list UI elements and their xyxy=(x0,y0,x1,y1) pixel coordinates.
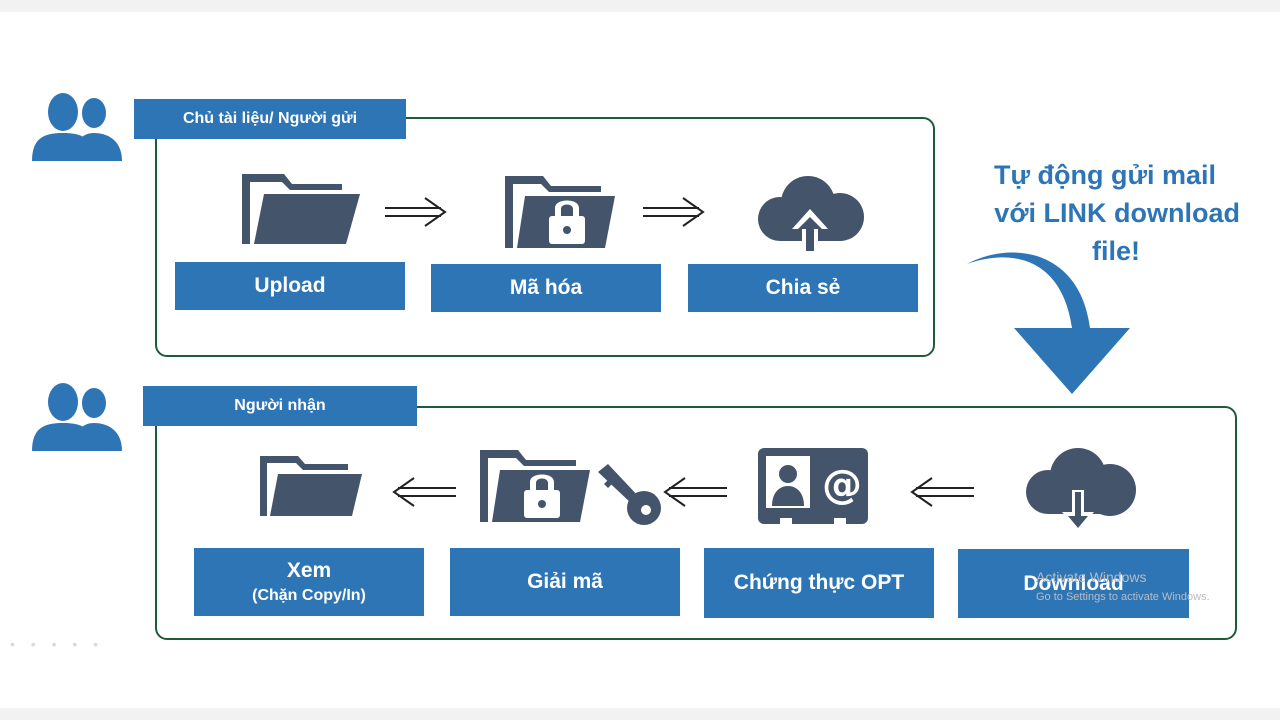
double-arrow-left-icon xyxy=(392,477,456,507)
locked-folder-key-icon xyxy=(480,450,661,525)
contact-card-icon: @ xyxy=(758,448,868,530)
encrypt-step: Mã hóa xyxy=(431,264,661,312)
sender-label: Chủ tài liệu/ Người gửi xyxy=(134,99,406,139)
download-step-label: Download xyxy=(1023,571,1124,595)
receiver-panel xyxy=(155,406,1237,640)
at-sign-icon: @ xyxy=(822,462,862,508)
users-icon xyxy=(32,93,122,161)
verify-step: Chứng thực OPT xyxy=(704,548,934,618)
double-arrow-left-icon xyxy=(663,477,727,507)
view-step: Xem (Chặn Copy/In) xyxy=(194,548,424,616)
watermark-line-2: Go to Settings to activate Windows. xyxy=(1036,591,1210,603)
watermark-line-1: Activate Windows xyxy=(1036,569,1147,585)
download-step: Download xyxy=(958,549,1189,618)
decrypt-step: Giải mã xyxy=(450,548,680,616)
receiver-label: Người nhận xyxy=(143,386,417,426)
decrypt-step-label: Giải mã xyxy=(527,570,603,593)
upload-step-label: Upload xyxy=(254,274,326,297)
top-band xyxy=(0,0,1280,12)
callout-line-2: với LINK download xyxy=(994,198,1240,228)
activation-watermark: Activate Windows Go to Settings to activ… xyxy=(1036,568,1256,604)
double-arrow-left-icon xyxy=(910,477,974,507)
users-icon xyxy=(32,383,122,451)
share-step: Chia sẻ xyxy=(688,264,918,312)
callout-line-1: Tự động gửi mail xyxy=(993,160,1217,190)
upload-step: Upload xyxy=(175,262,405,310)
curved-arrow-icon xyxy=(967,252,1130,394)
cloud-upload-icon xyxy=(758,176,864,251)
key-icon xyxy=(598,464,661,525)
auto-mail-callout: Tự động gửi mail với LINK download file! xyxy=(940,156,1240,270)
folder-icon xyxy=(260,456,362,516)
double-arrow-right-icon xyxy=(643,197,705,227)
view-step-label: Xem xyxy=(286,559,332,582)
callout-line-3: file! xyxy=(1091,236,1140,266)
folder-icon xyxy=(242,174,360,244)
bottom-band xyxy=(0,708,1280,720)
locked-folder-icon xyxy=(505,176,615,248)
decorative-dots: • • • • • xyxy=(10,636,105,652)
verify-step-label: Chứng thực OPT xyxy=(733,571,905,594)
view-step-note: (Chặn Copy/In) xyxy=(252,587,366,604)
share-step-label: Chia sẻ xyxy=(765,276,841,299)
cloud-download-icon xyxy=(1026,448,1136,532)
sender-panel xyxy=(155,117,935,357)
encrypt-step-label: Mã hóa xyxy=(509,276,583,299)
double-arrow-right-icon xyxy=(385,197,447,227)
